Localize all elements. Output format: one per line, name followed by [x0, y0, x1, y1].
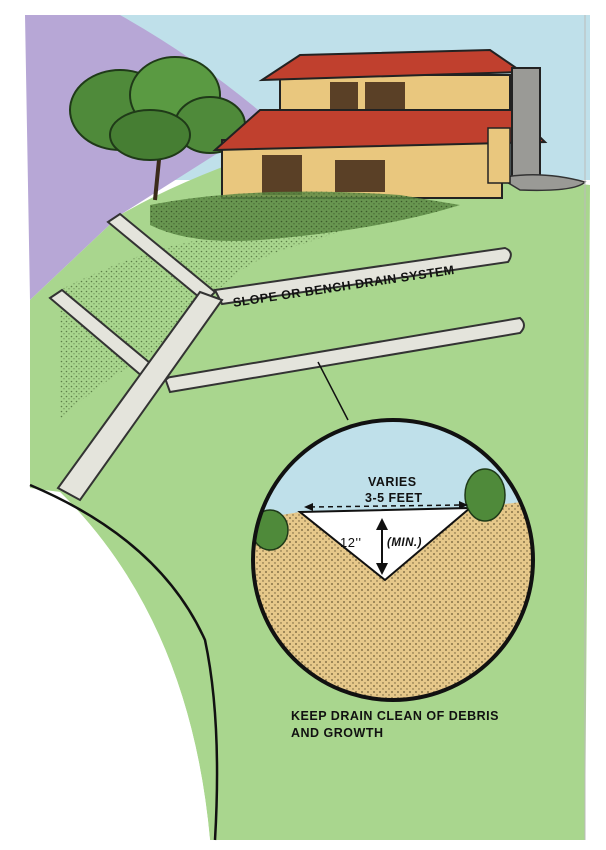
callout-line	[317, 361, 349, 421]
drain-lower-right	[163, 316, 525, 394]
drain-mid-left	[48, 288, 170, 390]
lower-ground	[15, 488, 210, 840]
drain-diagonal	[56, 290, 224, 502]
house-icon	[212, 48, 587, 199]
minimum-label: (MIN.)	[387, 537, 422, 549]
shrub-right-icon	[464, 468, 506, 522]
drain-channels	[48, 212, 525, 502]
maintenance-note-line-1: KEEP DRAIN CLEAN OF DEBRIS	[291, 709, 499, 723]
maintenance-note: KEEP DRAIN CLEAN OF DEBRIS AND GROWTH	[291, 708, 499, 742]
width-label: 3-5 FEET	[365, 491, 423, 505]
shrub-left-icon	[253, 509, 289, 551]
depth-label: 12''	[340, 535, 362, 550]
maintenance-note-line-2: AND GROWTH	[291, 726, 384, 740]
varies-label: VARIES	[368, 475, 417, 489]
drain-upper-left	[106, 212, 217, 304]
ground-edge-line	[29, 483, 219, 841]
drain-upper-right	[213, 246, 512, 306]
